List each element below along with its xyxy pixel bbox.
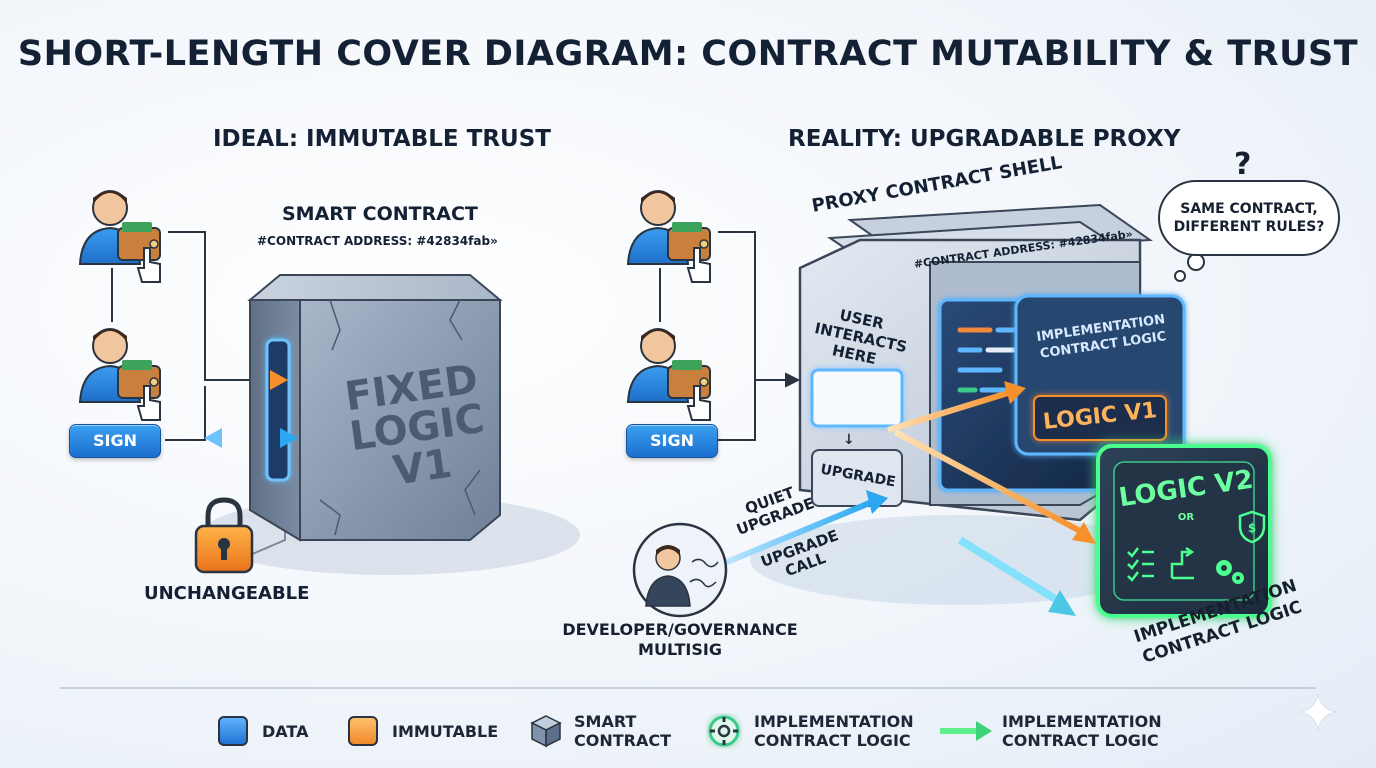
right-connector-lines: [659, 231, 801, 441]
upgrade-hand-icon: [1170, 546, 1195, 580]
data-arrow-in: [205, 370, 288, 390]
wallet-icon: [117, 222, 161, 261]
page-title: SHORT-LENGTH COVER DIAGRAM: CONTRACT MUT…: [17, 34, 1359, 74]
lock-icon: [194, 497, 254, 574]
legend-label-line-1: SMART: [574, 712, 637, 731]
legend-label: SMART CONTRACT: [574, 712, 671, 750]
svg-text:$: $: [1248, 521, 1256, 535]
legend-item-implementation-gear: IMPLEMENTATION CONTRACT LOGIC: [706, 706, 914, 756]
contract-address: #CONTRACT ADDRESS: #42834fab»: [257, 234, 498, 248]
upgrade-flow-arrow: [957, 536, 1076, 616]
fixed-logic-text: FIXED LOGIC V1: [324, 356, 509, 499]
immutable-swatch: [348, 716, 378, 746]
wallet-icon: [667, 222, 711, 261]
data-swatch: [218, 716, 248, 746]
legend-label: IMMUTABLE: [392, 721, 499, 741]
checklist-icon: [1127, 547, 1154, 582]
legend-item-implementation-arrow: IMPLEMENTATION CONTRACT LOGIC: [938, 706, 1162, 756]
developer-avatar: [632, 522, 728, 618]
wallet-icon: [667, 360, 711, 399]
legend-label: DATA: [262, 721, 309, 741]
gear-icon: [1216, 560, 1244, 584]
gear-icon: [708, 715, 740, 747]
data-arrow-bidirectional: [204, 428, 298, 448]
unchangeable-label: UNCHANGEABLE: [144, 583, 310, 604]
contract-title: SMART CONTRACT: [282, 203, 478, 225]
legend-label-line-2: CONTRACT LOGIC: [754, 731, 911, 750]
legend-item-smart-contract: SMART CONTRACT: [530, 706, 671, 756]
arrow-down-icon: ↓: [843, 432, 855, 448]
right-heading: REALITY: UPGRADABLE PROXY: [788, 126, 1181, 152]
logic-v2-or: OR: [1177, 512, 1195, 523]
question-mark: ?: [1234, 147, 1252, 182]
legend-item-data: DATA: [218, 706, 308, 756]
thought-line-1: SAME CONTRACT,: [1180, 201, 1318, 217]
cube-icon: [530, 715, 562, 748]
thought-line-2: DIFFERENT RULES?: [1173, 219, 1325, 235]
developer-label: DEVELOPER/GOVERNANCE MULTISIG: [560, 620, 800, 660]
green-arrow-icon: [940, 721, 992, 741]
sign-button-left[interactable]: SIGN: [69, 424, 161, 458]
wallet-icon: [117, 360, 161, 399]
hand-cursor-icon: [136, 385, 161, 421]
hand-cursor-icon: [136, 247, 161, 283]
hand-cursor-icon: [686, 247, 711, 283]
shield-icon: $: [1238, 510, 1266, 544]
developer-line-2: MULTISIG: [638, 640, 722, 659]
upgrade-call-arrow: [718, 490, 888, 568]
developer-line-1: DEVELOPER/GOVERNANCE: [562, 620, 798, 639]
route-arrow-v2: [893, 429, 1096, 544]
sparkle-icon: [1299, 693, 1337, 731]
hand-cursor-icon: [686, 385, 711, 421]
legend-label-line-1: IMPLEMENTATION: [754, 712, 914, 731]
thought-cloud: ? SAME CONTRACT, DIFFERENT RULES?: [1158, 150, 1340, 256]
legend-label-line-1: IMPLEMENTATION: [1002, 712, 1162, 731]
left-heading: IDEAL: IMMUTABLE TRUST: [213, 126, 551, 152]
thought-bubbles: [1174, 253, 1205, 282]
legend-item-immutable: IMMUTABLE: [348, 706, 498, 756]
legend-label: IMPLEMENTATION CONTRACT LOGIC: [1002, 712, 1162, 750]
legend-label: IMPLEMENTATION CONTRACT LOGIC: [754, 712, 914, 750]
sign-button-right[interactable]: SIGN: [626, 424, 718, 458]
route-arrow-v1: [887, 381, 1026, 433]
legend-label-line-2: CONTRACT: [574, 731, 672, 750]
legend-label-line-2: CONTRACT LOGIC: [1002, 731, 1159, 750]
